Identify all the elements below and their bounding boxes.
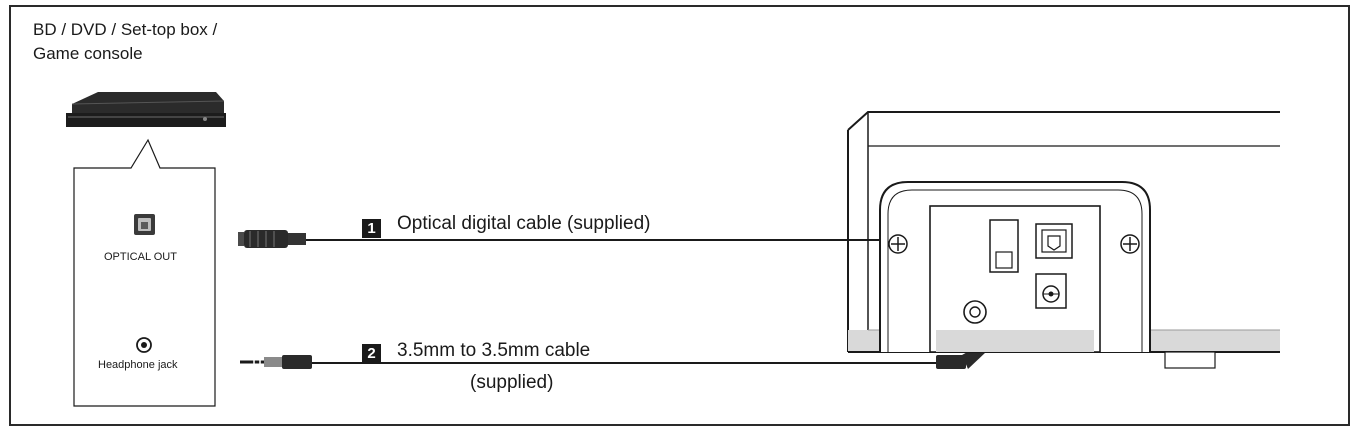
source-device-title: BD / DVD / Set-top box / Game console bbox=[33, 18, 217, 66]
device-callout bbox=[73, 138, 216, 407]
headphone-jack-icon bbox=[136, 337, 152, 353]
source-device-title-line2: Game console bbox=[33, 44, 143, 63]
cable-2-label: 3.5mm to 3.5mm cable bbox=[397, 340, 591, 361]
diagram-frame bbox=[9, 5, 1350, 426]
cable-1-label: Optical digital cable (supplied) bbox=[397, 213, 651, 234]
optical-port-icon bbox=[134, 214, 155, 235]
cable-2-badge: 2 bbox=[362, 344, 381, 363]
cable-1-badge: 1 bbox=[362, 219, 381, 238]
source-device-title-line1: BD / DVD / Set-top box / bbox=[33, 20, 218, 39]
set-top-box-icon bbox=[66, 92, 226, 127]
cable-2-label-line2: (supplied) bbox=[470, 372, 554, 393]
headphone-jack-label: Headphone jack bbox=[98, 359, 178, 371]
soundbar-rear-panel bbox=[847, 111, 1280, 369]
optical-out-label: OPTICAL OUT bbox=[104, 251, 177, 263]
